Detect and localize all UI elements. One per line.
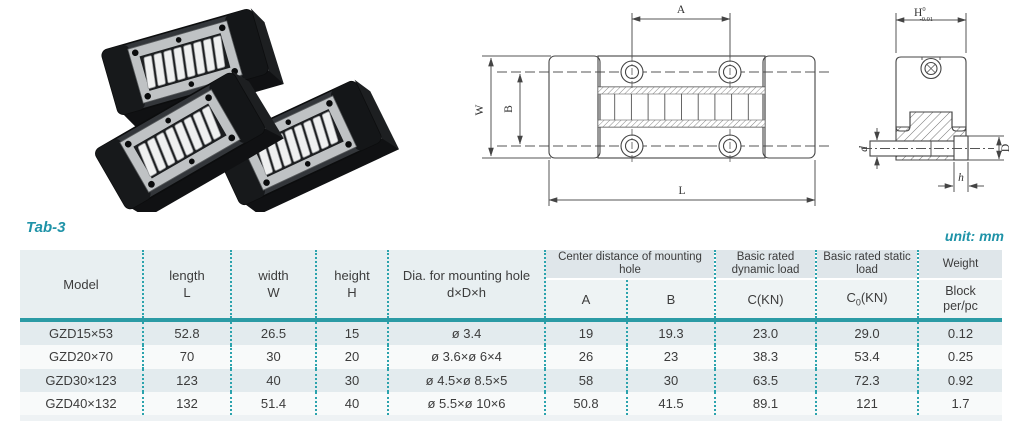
cell-weight: 0.25 (947, 349, 974, 365)
header-model: Model (20, 250, 144, 318)
cell-length: 52.8 (144, 322, 232, 346)
cell-width: 40 (232, 368, 317, 392)
top-view-drawing: A W B L (475, 4, 833, 206)
cell-height: 30 (317, 368, 389, 392)
cell-dia: ø 4.5×ø 8.5×5 (389, 368, 546, 392)
header-model-label: Model (63, 276, 99, 292)
header-height: height H (317, 250, 389, 318)
header-static-load-title: Basic rated static load (817, 250, 917, 280)
cell-weight: 0.12 (947, 326, 974, 342)
header-width-word: width (258, 268, 289, 283)
cell-c: 38.3 (716, 345, 817, 369)
cell-a: 50.8 (546, 391, 628, 415)
header-sub-A: A (546, 280, 628, 318)
cell-c0: 72.3 (817, 368, 919, 392)
cell-width: 30 (232, 345, 317, 369)
cell-b: 19.3 (628, 322, 716, 346)
header-dynamic-load-title: Basic rated dynamic load (716, 250, 815, 280)
dim-label-H: H0-0.01 (914, 6, 933, 23)
cell-c: 63.5 (716, 368, 817, 392)
cell-c0: 121 (817, 391, 919, 415)
dim-label-d: d (858, 146, 870, 152)
dim-label-L: L (678, 185, 685, 197)
spec-table: Model length L width W height H Dia. for… (20, 250, 1002, 421)
cross-section-drawing: H0-0.01 d D h (858, 6, 1012, 192)
cell-model: GZD40×132 (20, 391, 144, 415)
header-divider (20, 318, 1002, 322)
dim-label-h: h (958, 172, 964, 184)
cell-dia: ø 3.6×ø 6×4 (389, 345, 546, 369)
header-dia-word: Dia. for mounting hole (402, 268, 531, 283)
header-dia: Dia. for mounting hole d×D×h (389, 250, 546, 318)
cell-length: 132 (144, 391, 232, 415)
cell-c0: 53.4 (817, 345, 919, 369)
header-sub-C: C(KN) (747, 291, 784, 307)
header-length: length L (144, 250, 232, 318)
cell-b: 23 (628, 345, 716, 369)
header-center-distance: Center distance of mounting hole A B (546, 250, 716, 318)
cell-a: 19 (546, 322, 628, 346)
dim-label-B: B (503, 105, 515, 113)
cell-height: 15 (317, 322, 389, 346)
header-dynamic-load: Basic rated dynamic load C(KN) (716, 250, 817, 318)
mounting-holes (620, 55, 742, 163)
header-length-word: length (169, 268, 205, 283)
cell-a: 58 (546, 368, 628, 392)
cell-c: 89.1 (716, 391, 817, 415)
cell-b: 41.5 (628, 391, 716, 415)
cell-a: 26 (546, 345, 628, 369)
cell-height: 40 (317, 391, 389, 415)
cell-length: 70 (144, 345, 232, 369)
header-weight-sub: Block per/pc (943, 284, 978, 313)
header-width-symbol: W (267, 285, 280, 300)
header-center-distance-title: Center distance of mounting hole (546, 250, 714, 280)
cell-dia: ø 3.4 (389, 322, 546, 346)
cell-height: 20 (317, 345, 389, 369)
header-height-word: height (334, 268, 370, 283)
header-sub-C0: C0(KN) (846, 290, 888, 308)
dim-label-D: D (1000, 144, 1012, 152)
table-header: Model length L width W height H Dia. for… (20, 250, 1002, 318)
cell-c: 23.0 (716, 322, 817, 346)
cell-c0: 29.0 (817, 322, 919, 346)
cell-model: GZD20×70 (20, 345, 144, 369)
header-height-symbol: H (347, 285, 357, 300)
cell-length: 123 (144, 368, 232, 392)
table-caption: Tab-3 (26, 219, 66, 236)
cell-weight: 0.92 (947, 372, 974, 388)
dim-label-A: A (677, 4, 686, 16)
cell-weight: 1.7 (951, 395, 970, 411)
header-weight: Weight Block per/pc (919, 250, 1002, 318)
header-length-symbol: L (183, 285, 191, 300)
cell-width: 26.5 (232, 322, 317, 346)
cell-b: 30 (628, 368, 716, 392)
header-weight-title: Weight (919, 250, 1002, 280)
cell-model: GZD30×123 (20, 368, 144, 392)
header-width: width W (232, 250, 317, 318)
product-photo (92, 4, 400, 212)
table-footer-strip (20, 415, 1002, 421)
dim-label-W: W (475, 104, 486, 115)
cell-width: 51.4 (232, 391, 317, 415)
cell-dia: ø 5.5×ø 10×6 (389, 391, 546, 415)
unit-label: unit: mm (944, 228, 1004, 244)
cell-model: GZD15×53 (20, 322, 144, 346)
header-sub-B: B (666, 291, 676, 307)
header-static-load: Basic rated static load C0(KN) (817, 250, 919, 318)
header-dia-symbol: d×D×h (446, 285, 487, 300)
